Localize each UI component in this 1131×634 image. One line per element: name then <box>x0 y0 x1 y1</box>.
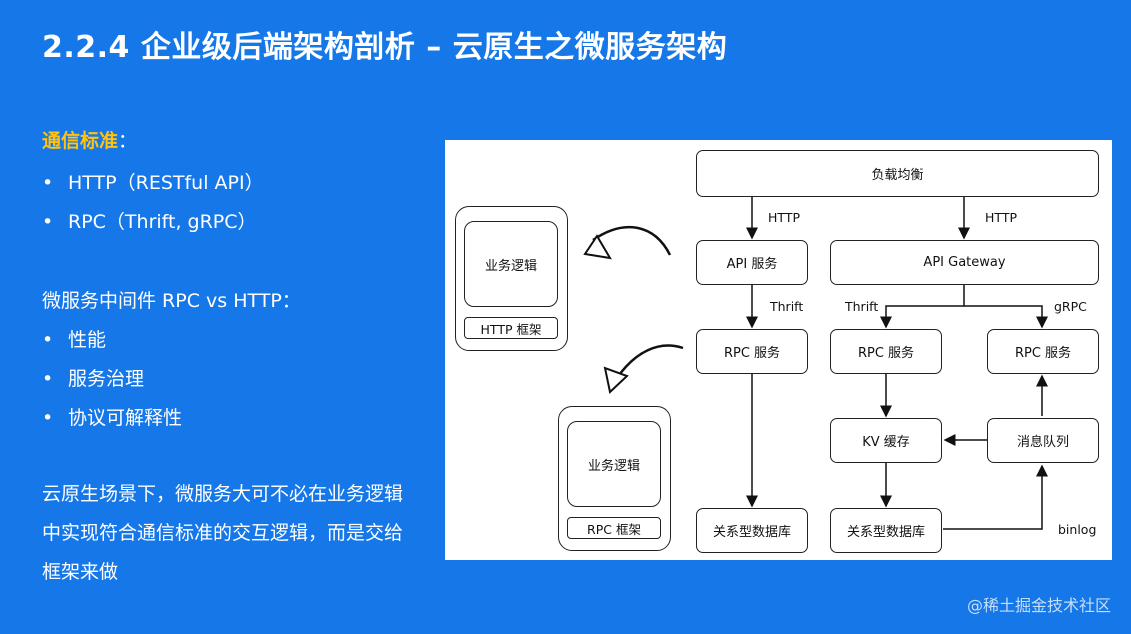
rpc-service-box-1: RPC 服务 <box>696 329 808 374</box>
list-item-text: 性能 <box>68 329 107 351</box>
list-item: • RPC（Thrift, gRPC） <box>42 207 257 234</box>
kv-cache-box: KV 缓存 <box>830 418 942 463</box>
label-binlog: binlog <box>1058 522 1097 537</box>
load-balancer-box: 负载均衡 <box>696 150 1099 197</box>
list-item-text: 协议可解释性 <box>68 407 183 429</box>
list-item: • 服务治理 <box>42 364 144 391</box>
arrow-gateway-to-rpc3 <box>964 305 1048 329</box>
architecture-diagram: 业务逻辑 HTTP 框架 业务逻辑 RPC 框架 负载均衡 HTTP HTTP … <box>445 140 1112 560</box>
label-thrift-2: Thrift <box>845 299 879 314</box>
rpc-frame-business-logic: 业务逻辑 <box>567 421 661 507</box>
label-thrift-1: Thrift <box>770 299 804 314</box>
comm-heading-text: 通信标准 <box>42 130 119 152</box>
comm-heading-colon: ： <box>118 130 138 152</box>
rpc-frame-framework: RPC 框架 <box>567 517 661 539</box>
http-framework-frame: 业务逻辑 HTTP 框架 <box>455 206 568 351</box>
api-gateway-box: API Gateway <box>830 240 1099 285</box>
bullet-icon: • <box>42 329 54 351</box>
rpc-service-box-3: RPC 服务 <box>987 329 1099 374</box>
curved-arrow-to-http-frame <box>592 225 672 256</box>
curved-arrowhead-to-http-frame <box>583 234 612 260</box>
list-item-text: 服务治理 <box>68 368 145 390</box>
list-item-text: RPC（Thrift, gRPC） <box>68 211 257 233</box>
curved-arrow-to-rpc-frame <box>615 344 684 379</box>
arrow-db2-to-mq <box>943 464 1048 530</box>
arrow-gateway-to-rpc2 <box>880 285 965 329</box>
bullet-icon: • <box>42 407 54 429</box>
diagram-connectors <box>583 197 1048 530</box>
comm-standard-heading: 通信标准： <box>42 126 137 153</box>
list-item: • HTTP（RESTful API） <box>42 168 264 195</box>
bullet-icon: • <box>42 368 54 390</box>
label-grpc: gRPC <box>1054 299 1087 314</box>
relational-db-box-1: 关系型数据库 <box>696 508 808 553</box>
summary-paragraph: 云原生场景下，微服务大可不必在业务逻辑中实现符合通信标准的交互逻辑，而是交给框架… <box>42 483 404 583</box>
bullet-icon: • <box>42 211 54 233</box>
http-frame-business-logic: 业务逻辑 <box>464 221 558 307</box>
label-http-2: HTTP <box>985 210 1017 225</box>
bullet-icon: • <box>42 172 54 194</box>
label-http-1: HTTP <box>768 210 800 225</box>
message-queue-box: 消息队列 <box>987 418 1099 463</box>
api-service-box: API 服务 <box>696 240 808 285</box>
list-item: • 性能 <box>42 325 106 352</box>
middleware-heading: 微服务中间件 RPC vs HTTP： <box>42 290 301 312</box>
watermark: @稀土掘金技术社区 <box>966 596 1111 615</box>
curved-arrowhead-to-rpc-frame <box>603 366 629 394</box>
page-title: 2.2.4 企业级后端架构剖析 – 云原生之微服务架构 <box>42 30 728 65</box>
list-item: • 协议可解释性 <box>42 403 182 430</box>
list-item-text: HTTP（RESTful API） <box>68 172 264 194</box>
rpc-service-box-2: RPC 服务 <box>830 329 942 374</box>
http-frame-framework: HTTP 框架 <box>464 317 558 339</box>
relational-db-box-2: 关系型数据库 <box>830 508 942 553</box>
rpc-framework-frame: 业务逻辑 RPC 框架 <box>558 406 671 551</box>
